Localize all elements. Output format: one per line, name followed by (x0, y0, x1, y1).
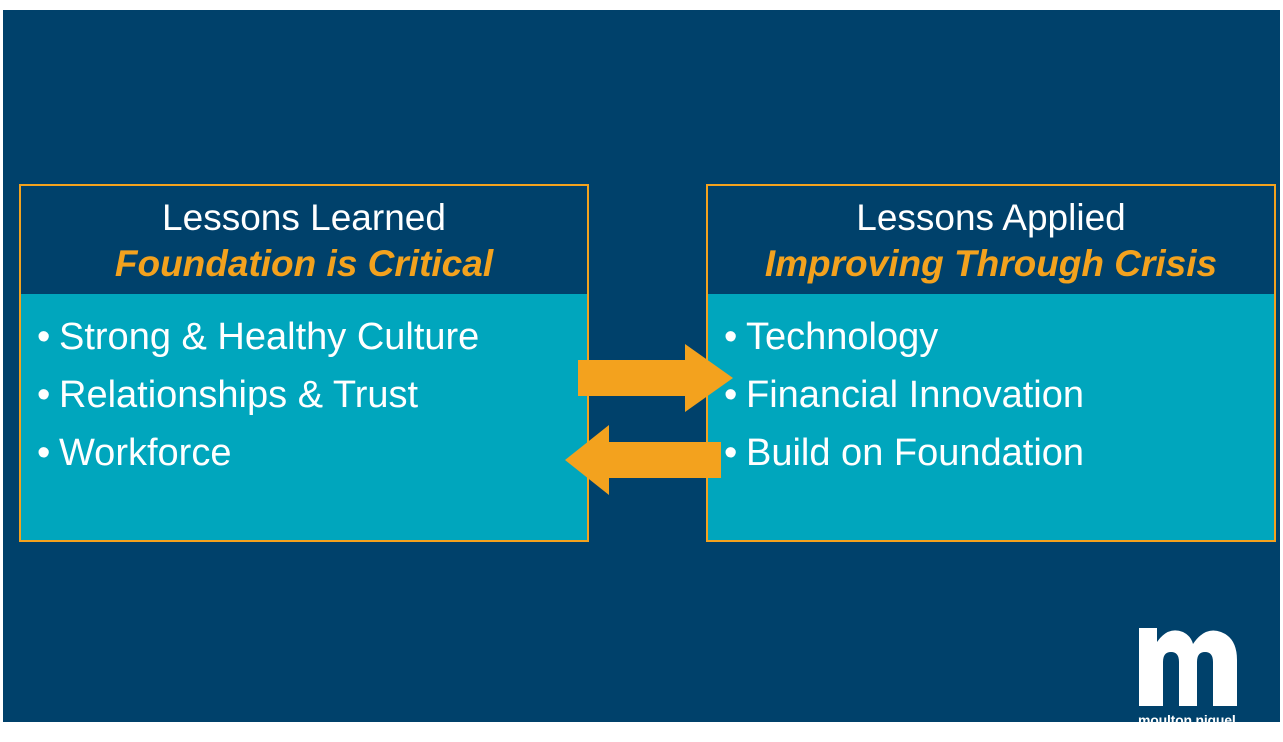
lessons-applied-panel: Lessons Applied Improving Through Crisis… (706, 184, 1276, 542)
panel-header: Lessons Applied Improving Through Crisis (706, 184, 1276, 296)
bullet-text: Technology (746, 316, 939, 358)
panel-subtitle: Improving Through Crisis (764, 243, 1218, 284)
arrow-right-icon (578, 344, 733, 412)
bullet-text: Relationships & Trust (59, 374, 419, 416)
bullet-list: •Strong & Healthy Culture •Relationships… (37, 308, 479, 482)
company-logo (1135, 622, 1245, 708)
logo-name: moulton niguel (1138, 712, 1236, 728)
bullet-text: Strong & Healthy Culture (59, 316, 480, 358)
bullet-item: •Relationships & Trust (37, 366, 479, 424)
bullet-glyph: • (37, 374, 51, 416)
bullet-glyph: • (37, 316, 51, 358)
lessons-learned-panel: Lessons Learned Foundation is Critical •… (19, 184, 589, 542)
bullet-text: Build on Foundation (746, 432, 1085, 474)
panel-header: Lessons Learned Foundation is Critical (19, 184, 589, 296)
bullet-item: •Technology (724, 308, 1084, 366)
bullet-text: Financial Innovation (746, 374, 1084, 416)
panel-subtitle: Foundation is Critical (114, 243, 494, 284)
arrow-left-icon (565, 425, 721, 495)
bullet-glyph: • (37, 432, 51, 474)
logo-subtitle: water district (1139, 726, 1232, 742)
logo-mark-icon (1139, 628, 1237, 706)
panel-body: •Strong & Healthy Culture •Relationships… (19, 294, 589, 542)
panel-title: Lessons Learned (162, 197, 446, 238)
panel-body: •Technology •Financial Innovation •Build… (706, 294, 1276, 542)
bullet-item: •Build on Foundation (724, 424, 1084, 482)
panel-title: Lessons Applied (856, 197, 1126, 238)
bullet-glyph: • (724, 316, 738, 358)
bullet-text: Workforce (59, 432, 232, 474)
bullet-item: •Financial Innovation (724, 366, 1084, 424)
bullet-item: •Strong & Healthy Culture (37, 308, 479, 366)
bullet-glyph: • (724, 432, 738, 474)
bullet-item: •Workforce (37, 424, 479, 482)
bullet-glyph: • (724, 374, 738, 416)
bullet-list: •Technology •Financial Innovation •Build… (724, 308, 1084, 482)
